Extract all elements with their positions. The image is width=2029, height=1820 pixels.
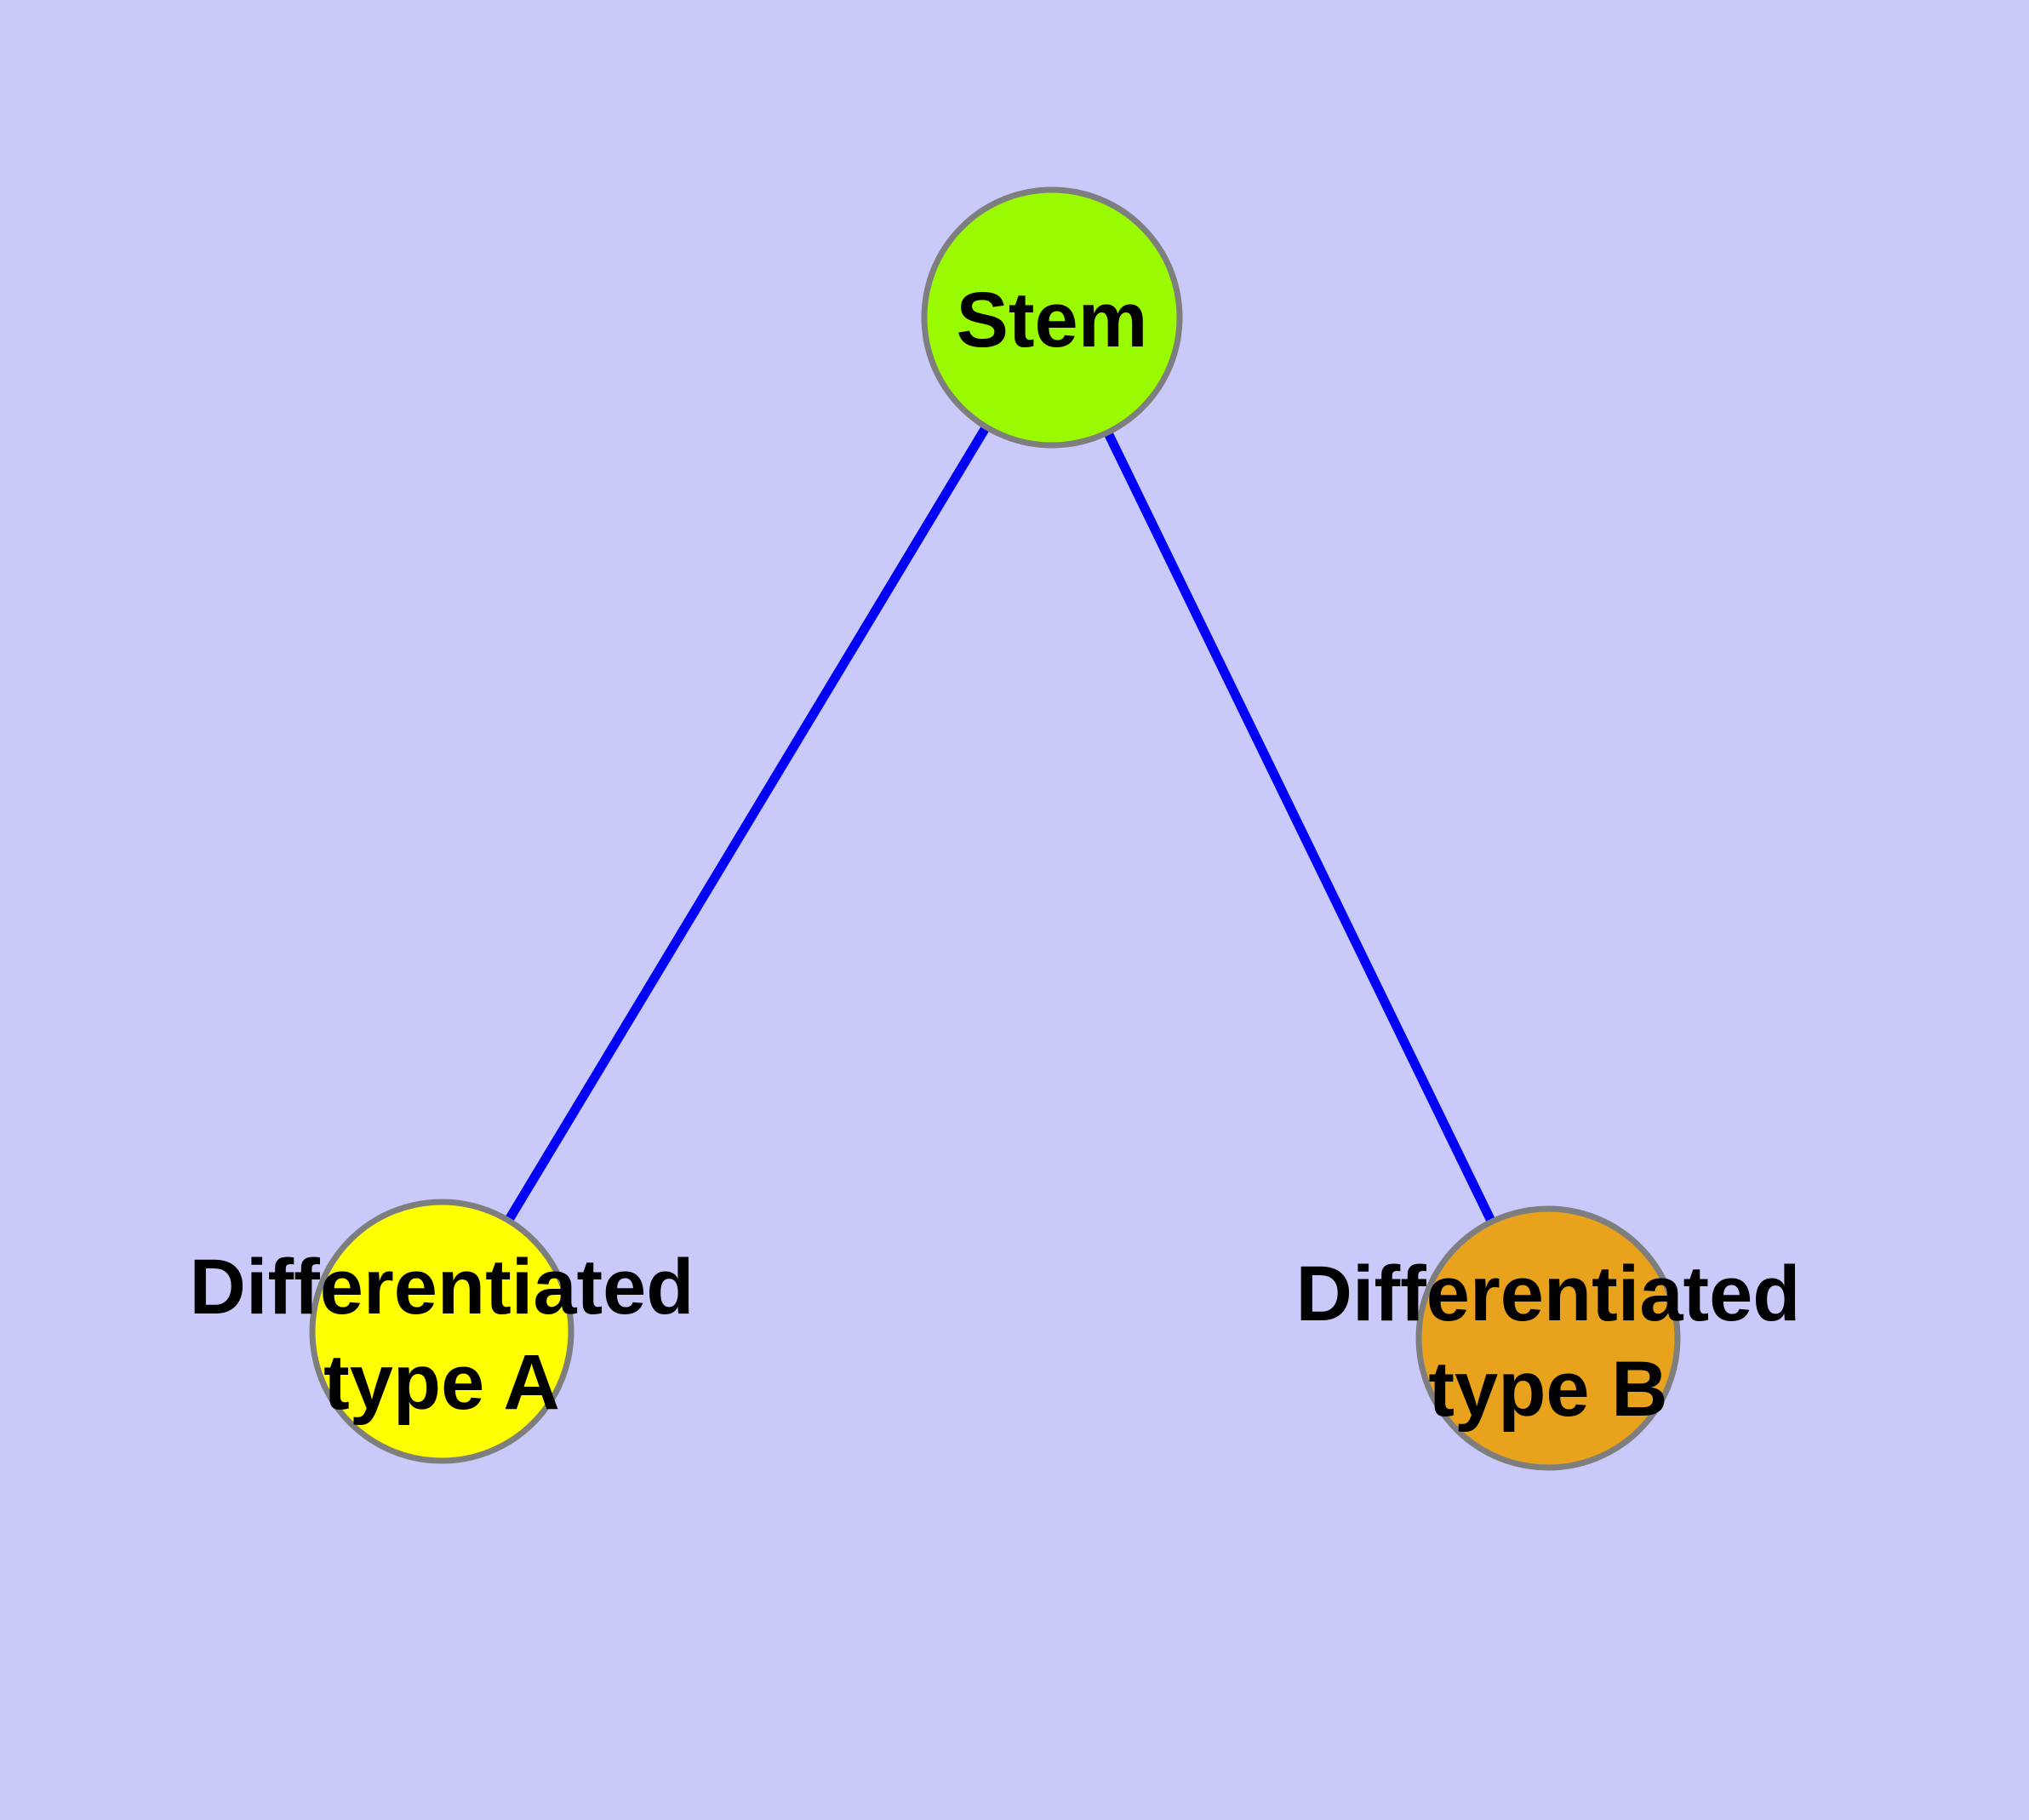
type-a-node-label: Differentiated type A — [190, 1244, 694, 1426]
stem-node-circle — [921, 186, 1183, 449]
type-a-label-line1: Differentiated — [190, 1244, 694, 1331]
type-a-node-circle — [309, 1199, 574, 1464]
edge-stem-to-type-b — [1048, 315, 1552, 1341]
type-b-label-line1: Differentiated — [1296, 1251, 1801, 1337]
type-b-label-line2: type B — [1428, 1346, 1667, 1433]
stem-node-label: Stem — [957, 277, 1148, 363]
type-a-label-line2: type A — [323, 1339, 560, 1426]
type-b-node-circle — [1415, 1205, 1681, 1471]
type-b-node-label: Differentiated type B — [1296, 1251, 1801, 1433]
edge-stem-to-type-a — [437, 315, 1056, 1334]
